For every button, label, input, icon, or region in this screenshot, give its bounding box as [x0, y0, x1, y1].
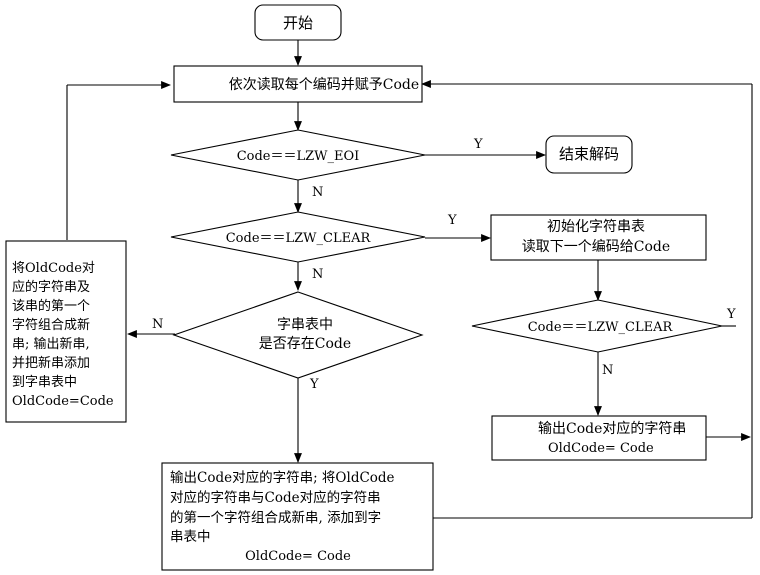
clear-no-label: N [312, 267, 323, 282]
left-box-line-6: 并把新串添加 [12, 355, 90, 371]
clear2-yes-label: Y [726, 307, 736, 322]
exists-condition-line-1: 字串表中 [277, 317, 333, 333]
exists-condition-line-2: 是否存在Code [259, 336, 351, 352]
end-terminal [545, 135, 633, 174]
left-process-text: 将OldCode对 应的字符串及 该串的第一个 字符组合成新 串; 输出新串, … [12, 261, 114, 409]
eoi-yes-label: Y [473, 137, 483, 152]
left-box-line-3: 该串的第一个 [12, 298, 90, 314]
clear2-condition: Code＝＝LZW_CLEAR [528, 320, 674, 335]
clear2-no-label: N [602, 363, 613, 378]
bottom-box-line-5: OldCode= Code [245, 549, 351, 564]
left-process-box [5, 240, 127, 423]
end-label: 结束解码 [559, 145, 619, 163]
clear2-decision [471, 299, 723, 353]
bottom-box-line-1: 输出Code对应的字符串; 将OldCode [170, 469, 395, 486]
clear-decision [170, 211, 426, 263]
exists-yes-label: Y [309, 377, 319, 392]
clear-condition: Code＝＝LZW_CLEAR [226, 231, 372, 246]
eoi-no-label: N [312, 185, 323, 200]
eoi-condition: Code＝＝LZW_EOI [237, 149, 360, 164]
exists-no-label: N [152, 317, 163, 332]
init-table-line-2: 读取下一个编码给Code [522, 238, 670, 255]
eoi-decision [170, 129, 426, 181]
output-code-line-2: OldCode= Code [548, 441, 654, 456]
bottom-box-line-3: 的第一个字符组合成新串, 添加到字 [170, 509, 381, 526]
connectors [66, 40, 753, 519]
start-label: 开始 [283, 14, 313, 32]
exists-decision [172, 291, 424, 379]
bottom-process-box [161, 462, 434, 571]
left-box-line-8: OldCode=Code [12, 394, 114, 409]
bottom-box-line-4: 串表中 [170, 529, 211, 545]
start-terminal [254, 4, 342, 41]
read-code-box [173, 65, 423, 103]
left-box-line-7: 到字串表中 [12, 375, 77, 390]
left-box-line-5: 串; 输出新串, [12, 336, 90, 352]
output-code-box [491, 415, 707, 461]
init-table-line-1: 初始化字符串表 [547, 218, 645, 235]
bottom-box-line-2: 对应的字符串与Code对应的字符串 [170, 489, 381, 506]
bottom-process-text: 输出Code对应的字符串; 将OldCode 对应的字符串与Code对应的字符串… [170, 469, 395, 564]
left-box-line-1: 将OldCode对 [12, 261, 95, 276]
clear-yes-label: Y [447, 213, 457, 228]
output-code-line-1: 输出Code对应的字符串 [538, 420, 686, 437]
init-table-box [490, 214, 707, 261]
read-code-label: 依次读取每个编码并赋予Code [229, 76, 419, 93]
left-box-line-4: 字符组合成新 [12, 317, 90, 333]
left-box-line-2: 应的字符串及 [12, 279, 90, 295]
